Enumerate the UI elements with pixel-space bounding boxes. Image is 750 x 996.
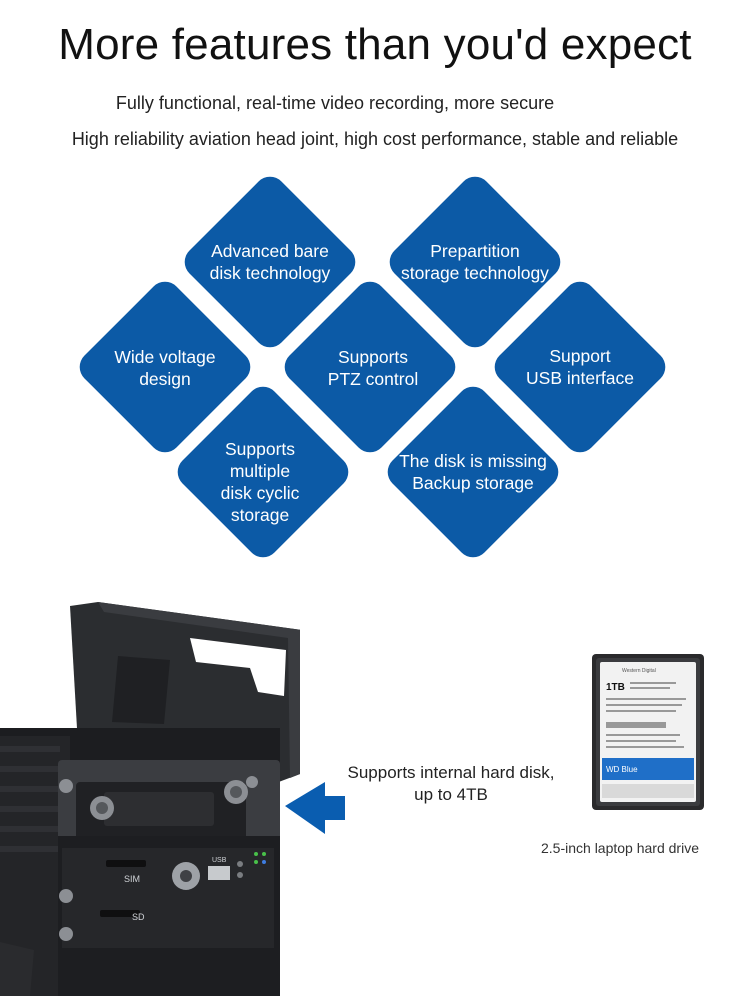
subtitle-reliability: High reliability aviation head joint, hi… [71,129,679,149]
sim-slot-label: SIM [124,874,140,884]
hard-drive-image: Western Digital 1TB WD Blue [592,654,704,810]
feature-label-bare-disk: Advanced bare disk technology [209,241,331,283]
usb-port-label: USB [212,857,227,864]
internal-disk-note: Supports internal hard disk, up to 4TB [347,763,555,804]
feature-label-prepartition: Prepartition storage technology [401,241,549,283]
arrow-left-icon [285,782,345,834]
feature-label-ptz: Supports PTZ control [327,347,419,389]
hdd-caption: 2.5-inch laptop hard drive [541,840,699,856]
feature-label-backup-storage: The disk is missing Backup storage [399,451,547,493]
subtitle-recording: Fully functional, real-time video record… [115,93,555,113]
page-title: More features than you'd expect [58,20,692,69]
feature-label-usb: Support USB interface [526,346,634,388]
hdd-model-label: WD Blue [606,765,638,774]
hdd-capacity-label: 1TB [606,682,625,693]
dvr-device-image: SIM SD USB [0,602,300,996]
hdd-brand-label: Western Digital [622,668,656,674]
sd-slot-label: SD [132,912,145,922]
feature-label-cyclic-storage: Supports multiple disk cyclic storage [220,439,300,525]
feature-label-wide-voltage: Wide voltage design [114,347,216,389]
